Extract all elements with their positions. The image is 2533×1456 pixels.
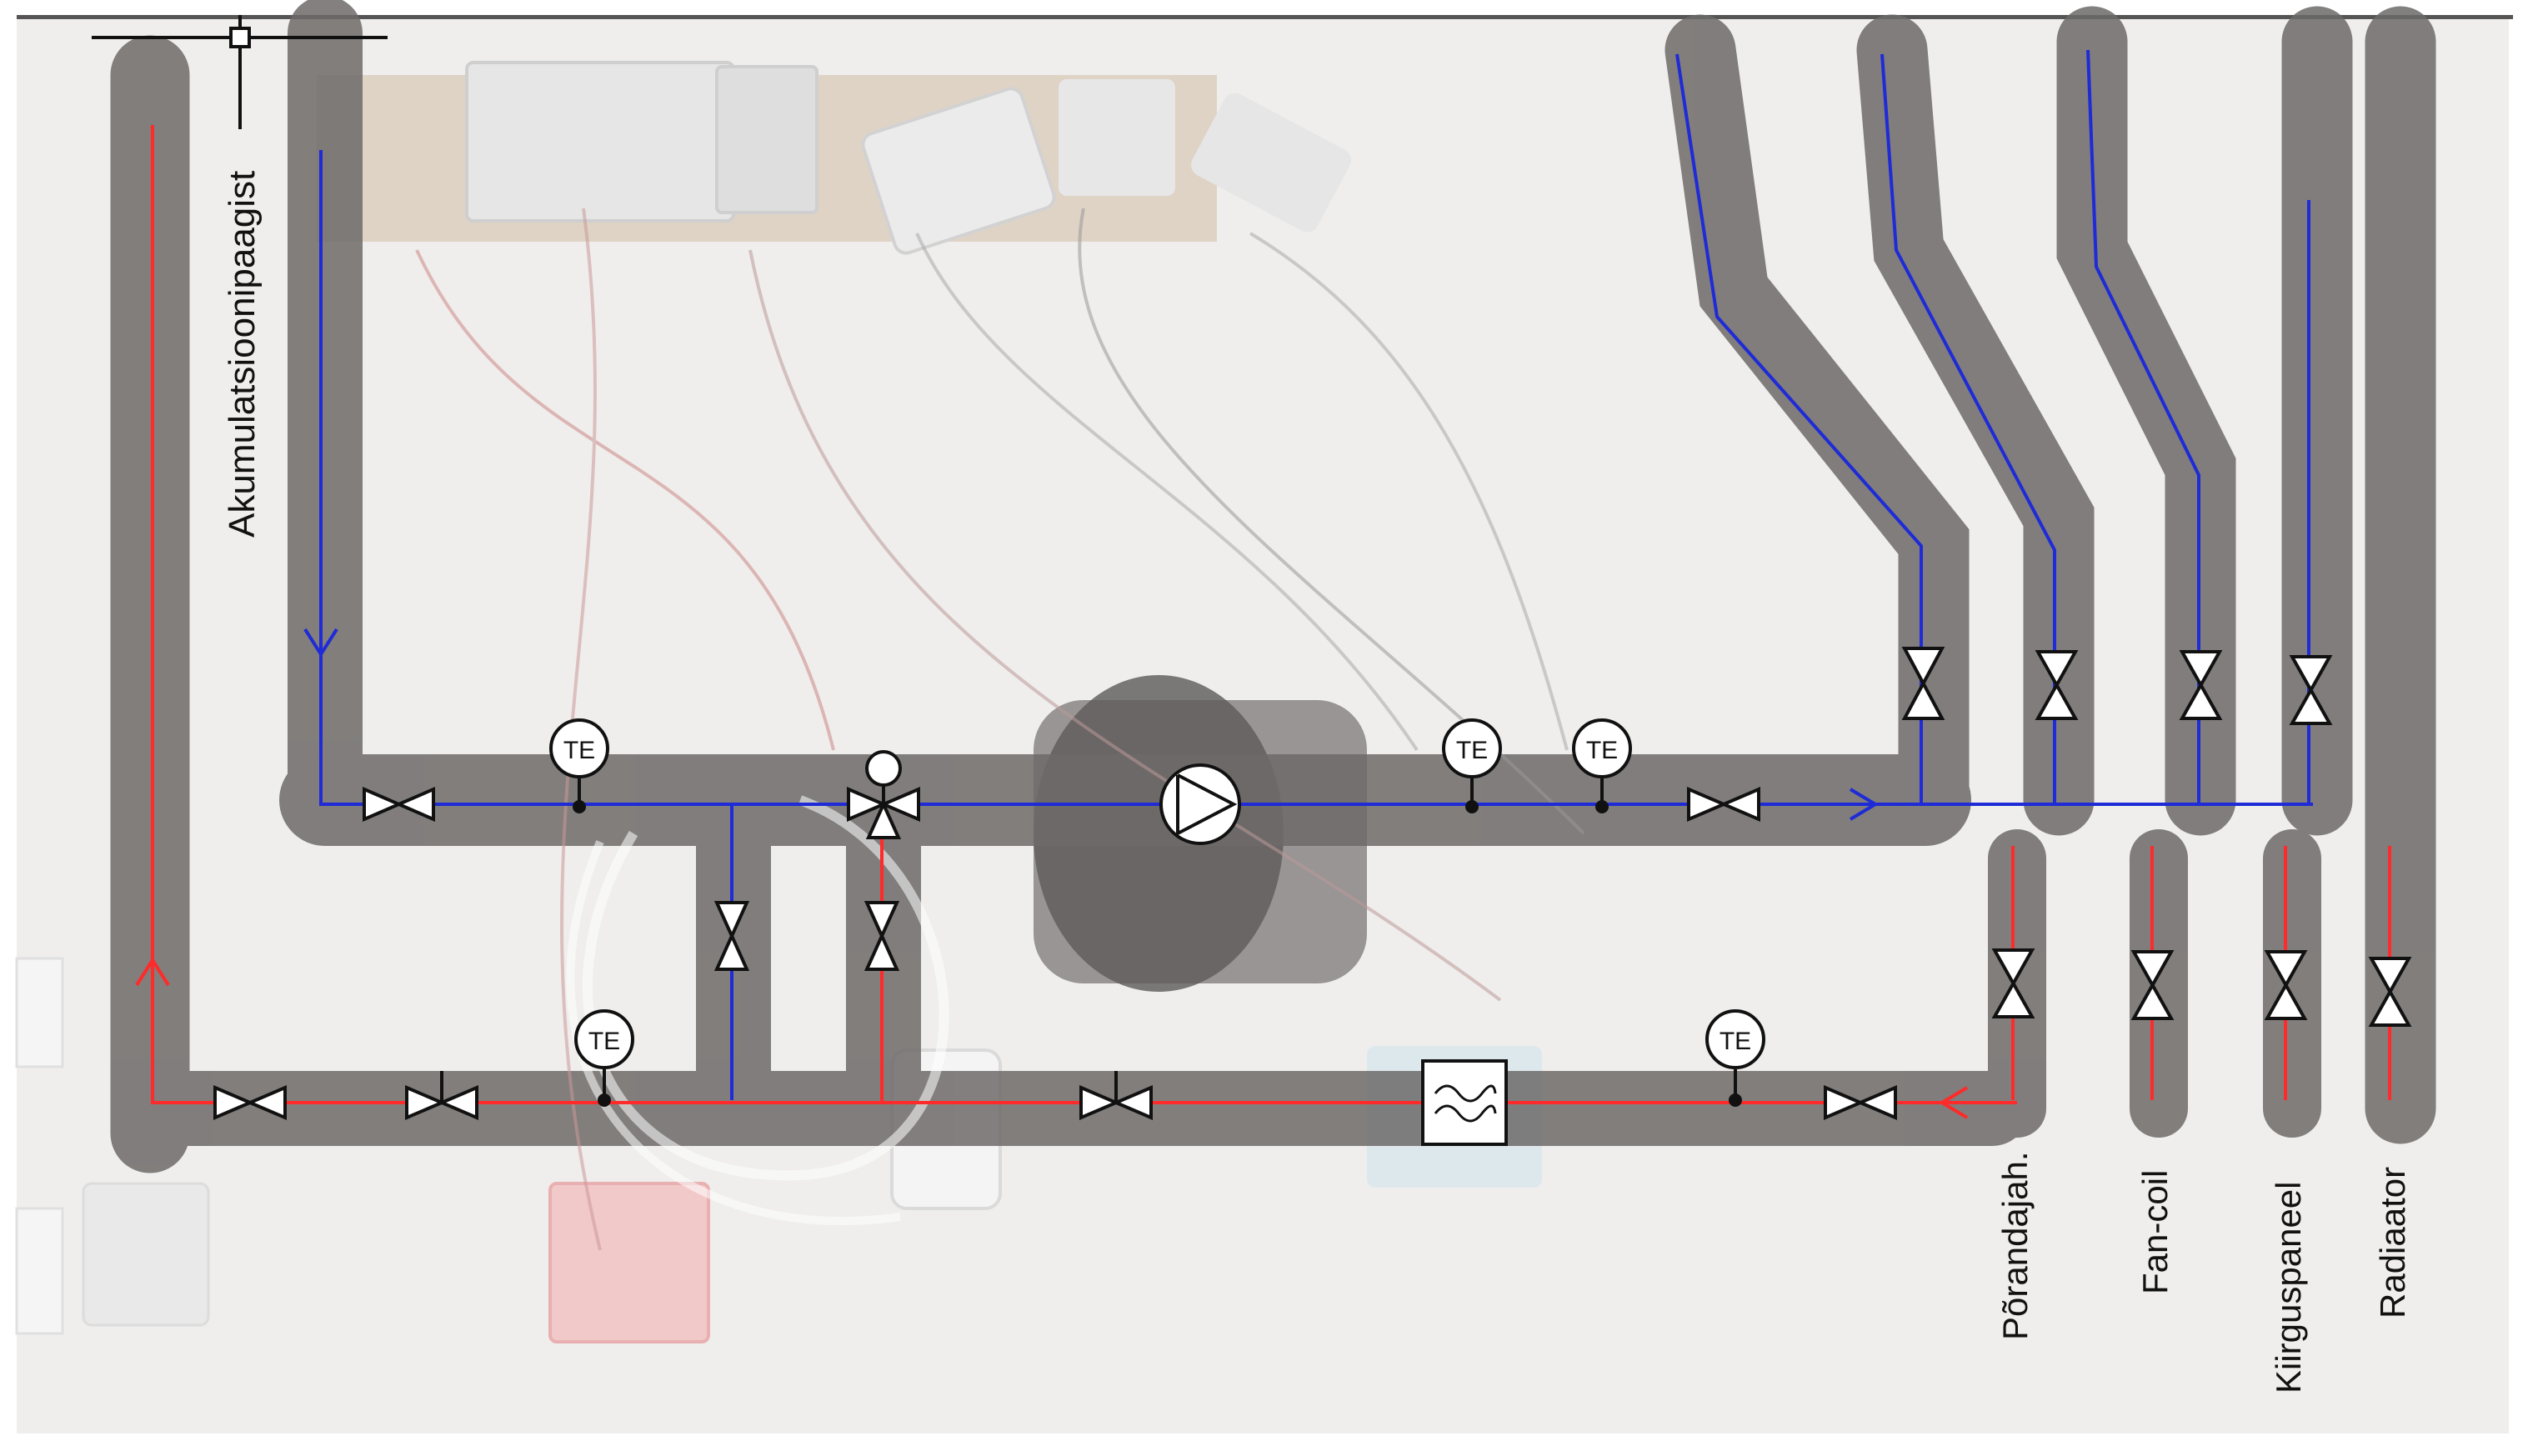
gate-valves xyxy=(213,647,2412,1121)
source-label: Akumulatsioonipaagist xyxy=(222,171,263,538)
temperature-sensor-icon: TE xyxy=(1442,718,1502,813)
three-way-valve-right xyxy=(879,786,920,823)
gate-valve-icon xyxy=(1991,948,2035,1018)
temperature-sensors: TE TE TE TE TE xyxy=(549,718,1765,1107)
temperature-sensor-icon: TE xyxy=(1705,1009,1765,1107)
flow-meter-wave xyxy=(1434,1084,1497,1103)
sensor-dot xyxy=(573,800,586,813)
flow-meter-wave xyxy=(1434,1104,1497,1123)
sensor-circle xyxy=(549,718,609,778)
sensor-circle xyxy=(1705,1009,1765,1069)
sensor-label: TE xyxy=(1456,737,1488,764)
gate-valve-icon xyxy=(1687,786,1760,823)
three-way-valve-bottom xyxy=(865,800,902,839)
wire-2 xyxy=(560,208,602,1251)
gate-valve-icon xyxy=(2179,650,2223,720)
loop-label-radiator: Radiaator xyxy=(2373,1167,2412,1318)
gate-valve-icon xyxy=(363,786,435,823)
gate-valve-icon xyxy=(2368,957,2412,1027)
controller-module xyxy=(715,65,818,214)
blue-branch-3 xyxy=(2086,49,2200,804)
loop-label-fan-coil: Fan-coil xyxy=(2135,1170,2175,1294)
wall-switch xyxy=(15,957,64,1068)
wire-white-loop xyxy=(582,795,949,1181)
source-marker xyxy=(92,15,388,129)
temperature-sensor-icon: TE xyxy=(574,1009,634,1107)
temperature-sensor-icon: TE xyxy=(1572,718,1632,813)
sensor-label: TE xyxy=(1720,1028,1751,1055)
flow-arrows xyxy=(135,628,1969,1119)
junction-box xyxy=(1059,79,1175,196)
alarm-box xyxy=(548,1182,710,1343)
sensor-label: TE xyxy=(1586,737,1618,764)
red-riser xyxy=(151,125,2017,1104)
flow-arrow-icon xyxy=(135,957,170,987)
gate-valve-icon xyxy=(2264,950,2308,1020)
sensor-label: TE xyxy=(588,1028,620,1055)
three-way-valve-icon xyxy=(847,750,920,839)
pump-circle xyxy=(1159,763,1241,845)
wire-3 xyxy=(915,233,1419,752)
loop-label-floor-cooling: Põrandajah. xyxy=(1995,1151,2035,1340)
wire-1 xyxy=(415,249,835,751)
sensor-circle xyxy=(574,1009,634,1069)
wall-socket xyxy=(15,1207,64,1335)
gate-valve-icon xyxy=(864,901,900,971)
gate-valve-icon xyxy=(713,901,750,971)
gate-valve-icon xyxy=(1824,1084,1897,1121)
insulation-manifold-1 xyxy=(1664,14,1970,836)
loop-label-radiant-panel: Kiirguspaneel xyxy=(2269,1181,2308,1393)
thermostat xyxy=(82,1182,210,1327)
wire-5 xyxy=(748,249,1502,1002)
sensor-dot xyxy=(1729,1093,1742,1107)
manifold-sensor-box xyxy=(1191,93,1351,233)
gate-valve-icon xyxy=(1901,647,1945,720)
flow-meter-box xyxy=(1421,1059,1508,1146)
temperature-sensor-icon: TE xyxy=(549,718,609,813)
three-way-valve-left xyxy=(847,786,889,823)
sensor-circle xyxy=(1572,718,1632,778)
gate-valve-icon xyxy=(2130,950,2175,1020)
sensor-label: TE xyxy=(563,737,595,764)
circulation-pump-icon xyxy=(1159,763,1241,845)
wire-white-loop-2 xyxy=(566,840,901,1225)
three-way-valve-actuator xyxy=(865,750,902,787)
pump-triangle xyxy=(1176,773,1238,837)
sensor-dot xyxy=(598,1093,611,1107)
sensor-circle xyxy=(1442,718,1502,778)
flow-meter-icon xyxy=(1421,1059,1508,1146)
flow-arrow-icon xyxy=(303,628,338,658)
top-border-line xyxy=(17,15,2513,19)
gate-valve-icon xyxy=(2035,650,2079,720)
sensor-dot xyxy=(1465,800,1479,813)
gate-valve-icon xyxy=(2289,655,2333,725)
display-unit xyxy=(861,87,1056,255)
flow-arrow-icon xyxy=(1849,788,1879,821)
sensor-dot xyxy=(1595,800,1609,813)
gate-valve-icon xyxy=(213,1084,287,1121)
wire-6 xyxy=(1249,232,1569,751)
controller-box xyxy=(465,61,735,223)
flow-arrow-icon xyxy=(1939,1086,1969,1119)
blue-riser xyxy=(319,150,2313,806)
source-marker-box xyxy=(229,27,251,48)
